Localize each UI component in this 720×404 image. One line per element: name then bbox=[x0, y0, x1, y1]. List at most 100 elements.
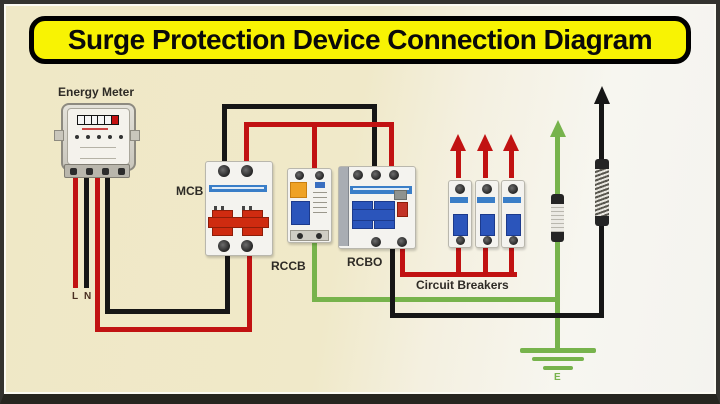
rcbo-test-button bbox=[397, 202, 408, 217]
rccb-logo bbox=[315, 182, 325, 188]
meter-nameplate bbox=[80, 147, 116, 159]
rcbo-brand-stripe bbox=[350, 186, 412, 194]
ground-symbol-icon bbox=[532, 357, 584, 361]
terminal-screw bbox=[482, 184, 492, 194]
energy-meter-register bbox=[77, 115, 119, 125]
neutral-terminal-label: N bbox=[84, 291, 92, 302]
mcb-to-rcbo-neutral-wire bbox=[222, 104, 377, 109]
breaker-feed-drop-wire bbox=[483, 246, 488, 274]
terminal-screw bbox=[353, 170, 363, 180]
energy-meter bbox=[61, 103, 136, 171]
breaker-output-wire bbox=[456, 150, 461, 178]
terminal-screw bbox=[455, 184, 465, 194]
up-arrow-black-icon bbox=[594, 86, 610, 104]
surge-coil-icon bbox=[595, 159, 609, 226]
terminal-screw bbox=[371, 237, 381, 247]
neutral-out-bus-wire bbox=[390, 313, 604, 318]
mcb-ratings-marks bbox=[214, 198, 228, 216]
terminal-screw bbox=[508, 184, 518, 194]
mcb-to-rcbo-neutral-wire bbox=[222, 104, 227, 168]
mcb-toggle-bar bbox=[208, 217, 269, 228]
terminal-screw bbox=[397, 237, 407, 247]
terminal-screw bbox=[509, 236, 518, 245]
rcbo-label: RCBO bbox=[347, 255, 383, 269]
meter-to-mcb-line-wire bbox=[95, 174, 100, 332]
rcbo-line-out-wire bbox=[400, 244, 405, 277]
rccb-spec-text bbox=[313, 192, 327, 193]
rccb-test-button bbox=[290, 182, 307, 198]
meter-label-text bbox=[82, 128, 108, 130]
rccb-label: RCCB bbox=[271, 259, 306, 273]
meter-to-mcb-line-wire bbox=[247, 246, 252, 332]
breaker-toggle-handle bbox=[506, 214, 521, 236]
mcb-to-rcbo-line-wire bbox=[389, 125, 394, 172]
line-branch-to-rccb-wire bbox=[312, 125, 317, 173]
breaker-brand-stripe bbox=[450, 197, 468, 203]
circuit-breaker bbox=[501, 180, 525, 248]
rcbo-din-clip bbox=[339, 167, 349, 246]
earth-riser-wire bbox=[555, 136, 560, 349]
up-arrow-green-icon bbox=[550, 120, 566, 137]
breaker-output-wire bbox=[509, 150, 514, 178]
meter-terminal-dots bbox=[75, 135, 123, 139]
rccb-terminal-block bbox=[290, 230, 329, 241]
rcbo-toggle-bar bbox=[352, 209, 395, 221]
mcb-breaker bbox=[205, 161, 273, 256]
rcbo-window bbox=[394, 190, 407, 200]
rcbo-neutral-out-wire bbox=[390, 244, 395, 318]
terminal-screw bbox=[218, 165, 230, 177]
mcb-to-rcbo-neutral-wire bbox=[372, 104, 377, 172]
breaker-brand-stripe bbox=[503, 197, 521, 203]
title-banner: Surge Protection Device Connection Diagr… bbox=[29, 16, 691, 64]
terminal-screw bbox=[241, 240, 253, 252]
breaker-feed-bus-wire bbox=[400, 272, 517, 277]
up-arrow-red-icon bbox=[503, 134, 519, 151]
earth-bus-wire bbox=[312, 297, 560, 302]
energy-meter-face bbox=[67, 108, 130, 165]
meter-mount-tab bbox=[130, 130, 140, 141]
breaker-brand-stripe bbox=[477, 197, 495, 203]
meter-mount-tab bbox=[54, 130, 64, 141]
terminal-screw bbox=[218, 240, 230, 252]
meter-to-mcb-neutral-wire bbox=[225, 250, 230, 314]
breaker-output-wire bbox=[483, 150, 488, 178]
neutral-supply-wire bbox=[84, 174, 89, 288]
mcb-to-rcbo-line-wire bbox=[244, 122, 394, 127]
breaker-feed-drop-wire bbox=[456, 246, 461, 274]
up-arrow-red-icon bbox=[477, 134, 493, 151]
mcb-brand-stripe bbox=[209, 185, 267, 192]
meter-terminal-block bbox=[64, 164, 130, 178]
meter-to-mcb-line-wire bbox=[95, 327, 252, 332]
terminal-screw bbox=[315, 171, 324, 180]
line-terminal-label: L bbox=[72, 291, 79, 302]
circuit-breaker bbox=[475, 180, 499, 248]
terminal-screw bbox=[371, 170, 381, 180]
rccb-earth-wire bbox=[312, 238, 317, 302]
rccb-toggle-handle bbox=[291, 201, 310, 225]
ground-symbol-icon bbox=[543, 366, 573, 370]
rccb-breaker bbox=[287, 168, 332, 243]
terminal-screw bbox=[241, 165, 253, 177]
energy-meter-label: Energy Meter bbox=[58, 85, 135, 99]
breaker-toggle-handle bbox=[453, 214, 468, 236]
line-supply-wire bbox=[73, 174, 78, 288]
meter-to-mcb-neutral-wire bbox=[105, 309, 230, 314]
mcb-to-rcbo-line-wire bbox=[244, 122, 249, 170]
circuit-breakers-label: Circuit Breakers bbox=[416, 278, 509, 292]
terminal-screw bbox=[389, 170, 399, 180]
fuse-cartridge-icon bbox=[551, 194, 564, 242]
breaker-toggle-handle bbox=[480, 214, 495, 236]
meter-to-mcb-neutral-wire bbox=[105, 174, 110, 314]
ground-symbol-icon bbox=[520, 348, 596, 353]
up-arrow-red-icon bbox=[450, 134, 466, 151]
mcb-label: MCB bbox=[176, 184, 204, 198]
circuit-breaker bbox=[448, 180, 472, 248]
earth-label: E bbox=[554, 372, 561, 383]
terminal-screw bbox=[483, 236, 492, 245]
breaker-feed-drop-wire bbox=[509, 246, 514, 274]
rcbo-breaker bbox=[338, 166, 416, 249]
terminal-screw bbox=[295, 171, 304, 180]
mcb-ratings-marks bbox=[242, 198, 256, 216]
terminal-screw bbox=[456, 236, 465, 245]
